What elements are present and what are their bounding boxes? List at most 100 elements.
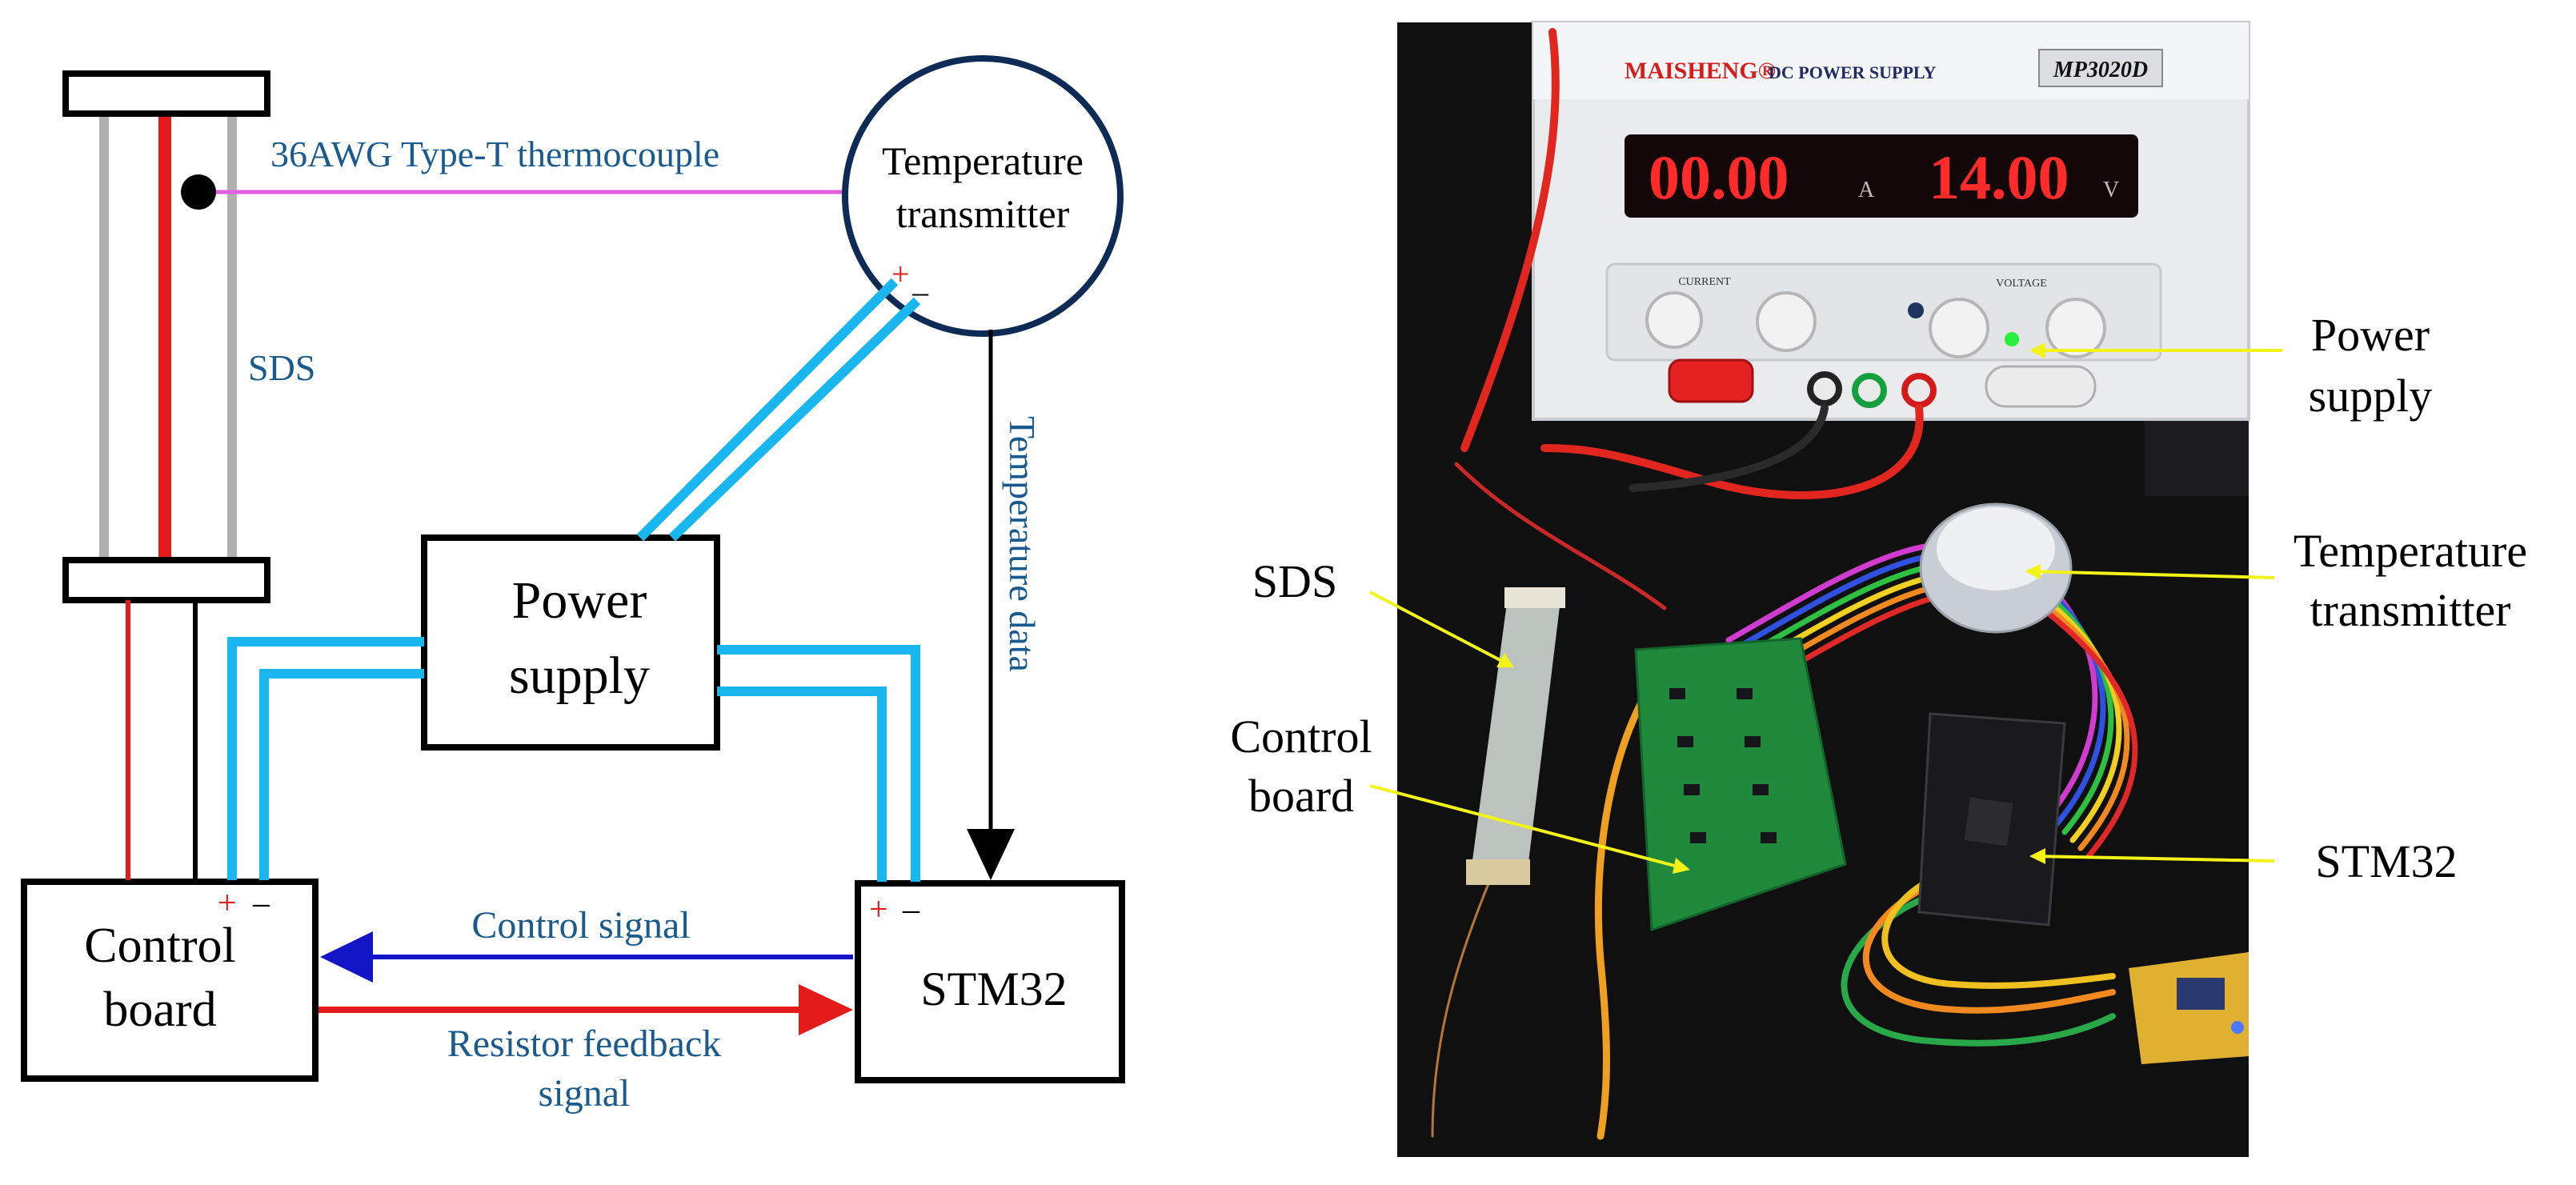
relay-3 xyxy=(1684,784,1700,795)
black-lead xyxy=(1629,404,1829,492)
photo-usb-adapter xyxy=(2129,952,2249,1064)
control-board-plus: + xyxy=(218,885,237,922)
relay-8 xyxy=(1761,832,1777,843)
control-signal-arrowhead xyxy=(320,931,373,983)
feedback-arrowhead xyxy=(799,984,853,1035)
psu-current-knob-label: CURRENT xyxy=(1678,276,1731,288)
board-wires-bundle xyxy=(1594,700,1645,1140)
sds-top-cap xyxy=(62,70,270,117)
red-lead-left xyxy=(1460,28,1560,452)
control-board-line2: board xyxy=(103,983,216,1037)
pointer-lines xyxy=(1369,349,2282,871)
schematic-diagram: SDS 36AWG Type-T thermocouple Temperatur… xyxy=(21,55,1125,1115)
photo-label-control-board-line2: board xyxy=(1248,770,1354,822)
photo-label-power-supply-line2: supply xyxy=(2309,370,2433,422)
temperature-transmitter-line1: Temperature xyxy=(882,138,1084,183)
psu-control-panel xyxy=(1605,262,2162,362)
psu-output-button[interactable] xyxy=(1985,365,2097,408)
psu-voltage-knob-label: VOLTAGE xyxy=(1996,278,2047,290)
photo-temperature-transmitter xyxy=(1919,502,2073,634)
experimental-setup-photo: MAISHENG® DC POWER SUPPLY MP3020D 00.00 … xyxy=(1369,21,2282,1157)
psu-voltage-unit: V xyxy=(2103,178,2119,202)
photo-label-sds: SDS xyxy=(1252,555,1337,607)
cable-psu-to-board-1 xyxy=(227,637,424,880)
temperature-data-label: Temperature data xyxy=(1002,416,1043,672)
relay-5 xyxy=(1737,688,1753,699)
psu-display-panel xyxy=(1625,134,2138,218)
photo-label-stm32: STM32 xyxy=(2315,835,2457,887)
psu-indicator-button xyxy=(1908,302,1924,318)
sds-strip-bottom-clamp xyxy=(1466,859,1530,885)
power-supply-node: Power supply xyxy=(421,534,720,751)
temperature-transmitter-node: Temperature transmitter + – xyxy=(842,55,1124,337)
thermocouple-junction xyxy=(181,174,216,210)
rainbow-ribbon-6 xyxy=(1765,588,2138,859)
thermocouple-label: 36AWG Type-T thermocouple xyxy=(270,134,719,174)
pointer-temperature-transmitter xyxy=(2027,570,2275,579)
photo-labels: Power supply Temperature transmitter SDS… xyxy=(1230,309,2527,887)
temperature-data-arrowhead xyxy=(967,829,1015,880)
stm32-minus: – xyxy=(902,891,920,928)
pointer-control-board xyxy=(1369,784,1688,871)
photo-label-control-board-line1: Control xyxy=(1230,711,1372,763)
relay-components xyxy=(1669,688,1777,843)
photo-label-temperature-transmitter-line1: Temperature xyxy=(2294,525,2527,577)
cable-psu-to-stm32-1 xyxy=(717,645,920,882)
control-board-minus: – xyxy=(252,885,270,922)
power-supply-line2: supply xyxy=(509,647,650,705)
cable-psu-to-stm32-2 xyxy=(717,687,887,882)
sds-device xyxy=(62,70,270,603)
arrowhead-control-board xyxy=(1673,858,1690,874)
relay-6 xyxy=(1745,736,1761,747)
arrowhead-sds xyxy=(1496,653,1514,667)
pointer-arrowheads xyxy=(1496,342,2045,874)
psu-brand: MAISHENG® xyxy=(1625,58,1776,84)
photo-label-temperature-transmitter-line2: transmitter xyxy=(2310,584,2510,636)
photo-stm32-board xyxy=(1917,712,2066,927)
stm32-node: STM32 + – xyxy=(855,880,1125,1083)
feedback-label-line2: signal xyxy=(539,1072,631,1115)
red-lead-positive xyxy=(1540,404,1924,499)
photo-label-power-supply-line1: Power xyxy=(2311,309,2430,361)
psu-current-unit: A xyxy=(1858,178,1875,202)
psu-power-switch[interactable] xyxy=(1668,358,1754,403)
relay-4 xyxy=(1690,832,1706,843)
control-board-pcb xyxy=(1634,637,1847,932)
relay-2 xyxy=(1677,736,1693,747)
relay-1 xyxy=(1669,688,1685,699)
transmitter-top xyxy=(1937,507,2055,590)
psu-current-fine-knob[interactable] xyxy=(1756,291,1817,352)
stm32-label: STM32 xyxy=(920,963,1067,1015)
cable-psu-to-transmitter-1 xyxy=(636,278,899,542)
temperature-transmitter-line2: transmitter xyxy=(896,191,1070,236)
power-supply-line1: Power xyxy=(512,571,647,630)
psu-current-display: 00.00 xyxy=(1649,142,1789,212)
photo-sds-device xyxy=(1466,587,1565,885)
psu-terminal-positive xyxy=(1901,373,1937,408)
psu-voltage-coarse-knob[interactable] xyxy=(1929,298,1989,358)
usb-adapter-chip xyxy=(2177,978,2225,1010)
psu-terminal-ground xyxy=(1852,373,1887,408)
pointer-sds xyxy=(1369,590,1512,667)
usb-adapter-led xyxy=(2231,1021,2244,1034)
psu-voltage-display: 14.00 xyxy=(1929,142,2069,212)
psu-terminal-negative xyxy=(1807,371,1842,406)
stm32-plus: + xyxy=(869,891,888,928)
yellow-wire-bottom xyxy=(1881,861,2116,989)
red-thin-wire xyxy=(1454,462,1667,611)
control-board-box xyxy=(21,879,318,1082)
control-signal-label: Control signal xyxy=(471,904,690,947)
psu-type: DC POWER SUPPLY xyxy=(1769,62,1937,82)
cable-psu-to-transmitter-2 xyxy=(668,297,921,542)
pointer-stm32 xyxy=(2032,855,2275,863)
psu-voltage-fine-knob[interactable] xyxy=(2045,298,2106,358)
stm32-box xyxy=(855,880,1125,1083)
arrowhead-temperature-transmitter xyxy=(2025,564,2041,579)
relay-7 xyxy=(1753,784,1769,795)
temperature-transmitter-circle xyxy=(842,55,1124,337)
thermo-copper-wires xyxy=(1431,871,1495,1138)
power-supply-box xyxy=(421,534,720,751)
sds-bottom-cap xyxy=(62,557,270,603)
psu-current-coarse-knob[interactable] xyxy=(1645,291,1703,349)
